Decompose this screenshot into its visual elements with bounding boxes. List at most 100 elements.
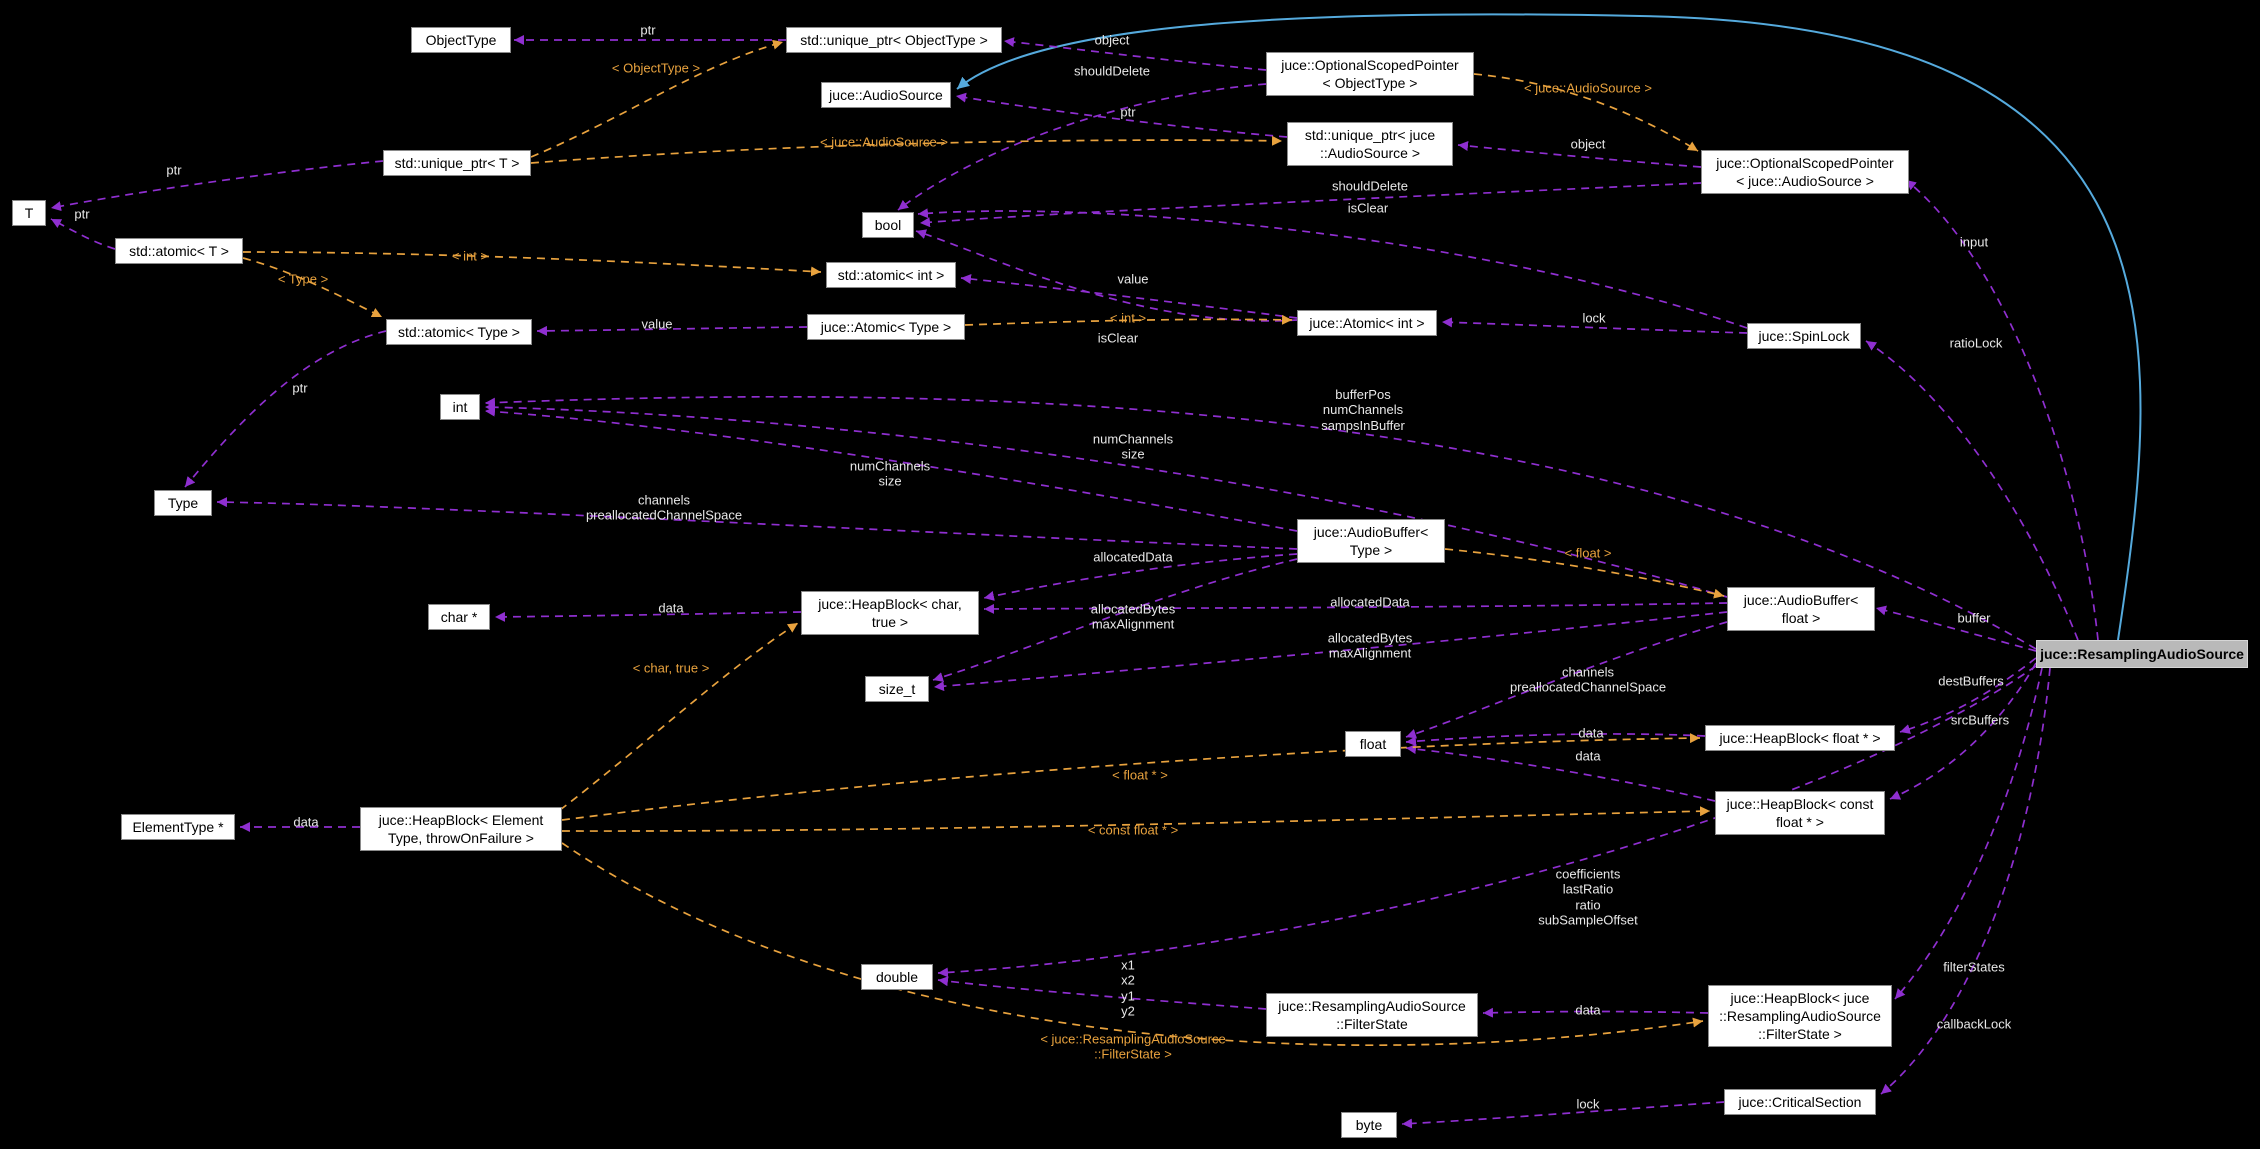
edge-srcbuffers [1889,662,2037,800]
node-bool[interactable]: bool [862,212,914,238]
edge-label-template-int-1: < int > [451,248,489,264]
node-juce-optionalscopedpointer-objecttype[interactable]: juce::OptionalScopedPointer < ObjectType… [1266,52,1474,96]
node-t[interactable]: T [12,200,46,226]
node-float[interactable]: float [1345,731,1401,757]
node-juce-criticalsection[interactable]: juce::CriticalSection [1724,1089,1876,1115]
edge-template-osp-audiosource [1473,73,1699,152]
node-juce-optionalscopedpointer-juce-audiosource[interactable]: juce::OptionalScopedPointer < juce::Audi… [1701,150,1909,194]
edge-allocateddata-abtype-heapchar [983,553,1298,601]
edge-object-ospobj-uptrobj [1003,37,1267,71]
edge-shoulddelete-ospas-bool [919,182,1702,228]
node-std-unique-ptr-juce-audiosource[interactable]: std::unique_ptr< juce ::AudioSource > [1287,122,1453,166]
edge-label-callbacklock: callbackLock [1936,1016,2012,1032]
edge-object-ospas-uptras [1457,140,1702,168]
node-juce-spinlock[interactable]: juce::SpinLock [1747,323,1861,349]
node-byte[interactable]: byte [1341,1112,1397,1138]
node-juce-atomic-int[interactable]: juce::Atomic< int > [1297,310,1437,336]
node-std-atomic-int[interactable]: std::atomic< int > [826,262,956,288]
node-juce-heapblock-const-float-ptr[interactable]: juce::HeapBlock< const float * > [1715,791,1885,835]
edge-lock-criticalsection-byte [1401,1101,1725,1129]
edge-isclear-spinlock-bool [917,208,1748,329]
edge-label-allocatedbytes-1: allocatedBytes maxAlignment [1090,601,1176,632]
edge-label-allocatedbytes-2: allocatedBytes maxAlignment [1327,630,1413,661]
edge-label-allocateddata-1: allocatedData [1093,549,1173,565]
edge-callbacklock [1880,667,2051,1095]
edge-value-atomictype-stdatomictype [536,325,808,336]
edge-ratiolock [1865,340,2079,641]
node-type[interactable]: Type [154,490,212,516]
node-juce-audiobuffer-type[interactable]: juce::AudioBuffer< Type > [1297,519,1445,563]
node-juce-heapblock-filterstate[interactable]: juce::HeapBlock< juce ::ResamplingAudioS… [1708,985,1892,1047]
edge-isclear-atomicint-bool [915,229,1298,322]
edge-label-template-char-true: < char, true > [632,660,710,676]
edge-allocatedbytes-abtype-sizet [932,558,1298,682]
edge-label-isclear-2: isClear [1097,330,1139,346]
edge-template-heapblock-filterstate [561,842,1704,1046]
edge-template-uptr-audiosource [530,135,1283,164]
edge-numchannels-abtype-int [484,406,1298,532]
edge-label-template-juce-audiosource-2: < juce::AudioSource > [820,134,948,150]
node-juce-heapblock-float-ptr[interactable]: juce::HeapBlock< float * > [1705,725,1895,751]
edge-label-value-1: value [1117,271,1149,287]
node-juce-resamplingaudiosource[interactable]: juce::ResamplingAudioSource [2036,640,2248,668]
node-std-atomic-type[interactable]: std::atomic< Type > [386,319,532,345]
edge-label-ptr-1: ptr [640,22,656,38]
edge-coefficients-lastratio-ratio-subsampleoffset [937,665,2037,978]
edge-destbuffers [1899,657,2037,734]
edge-shoulddelete-ospobj-bool [897,83,1267,211]
node-size-t[interactable]: size_t [865,676,929,702]
node-juce-resamplingaudiosource-filterstate[interactable]: juce::ResamplingAudioSource ::FilterStat… [1266,993,1478,1037]
edge-label-lock-2: lock [1576,1096,1600,1112]
edge-data-heapchar-charptr [494,611,802,622]
edge-template-heapblock-constfloatptr [561,806,1711,832]
edge-ptr-uptras-audiosource [955,92,1288,138]
edge-lock-spinlock-atomicint [1441,317,1748,334]
node-juce-audiosource[interactable]: juce::AudioSource [821,82,951,108]
node-std-unique-ptr-objecttype[interactable]: std::unique_ptr< ObjectType > [786,27,1002,53]
edge-numchannels-abfloat-int [484,402,1728,598]
node-std-atomic-t[interactable]: std::atomic< T > [115,238,243,264]
edge-data-heapconstfloatptr-float [1405,744,1716,802]
edge-template-heapblock-floatptr [561,733,1701,821]
edge-allocateddata-abfloat-heapchar [983,602,1728,614]
edge-allocatedbytes-abfloat-sizet [933,611,1728,692]
edge-channels-abtype-type [216,497,1298,550]
node-juce-heapblock-char-true[interactable]: juce::HeapBlock< char, true > [801,591,979,635]
edge-label-data-3: data [1575,748,1601,764]
edge-data-heapfloatptr-float [1405,733,1706,747]
node-std-unique-ptr-t[interactable]: std::unique_ptr< T > [383,150,531,176]
edge-label-ptr-2: ptr [1120,104,1136,120]
edge-label-shoulddelete-2: shouldDelete [1332,178,1408,194]
edge-label-lock-1: lock [1582,310,1606,326]
edge-template-juceatomic-int [964,314,1293,326]
edge-label-data-5: data [1575,1002,1601,1018]
edge-ptr-uptrt-t [50,160,384,212]
edge-label-data-2: data [1578,725,1604,741]
edge-bufferpos-numchannels-sampsinbuffer [484,395,2037,650]
node-elementtype-ptr[interactable]: ElementType * [121,814,235,840]
node-double[interactable]: double [861,964,933,990]
edge-label-isclear-1: isClear [1347,200,1389,216]
edge-value-atomicint-stdatomicint [960,274,1298,319]
edge-input [1905,179,2099,641]
edge-label-input: input [1959,234,1989,250]
edge-template-heapblock-chartrue [559,622,799,811]
edge-label-numchannels-size-1: numChannels size [1092,431,1174,462]
edge-template-stdatomic-int [242,251,822,277]
edge-filterstates [1894,667,2043,1000]
edge-label-ptr-3: ptr [166,162,182,178]
edge-label-template-int-2: < int > [1109,310,1147,326]
node-char-ptr[interactable]: char * [428,604,490,630]
node-int[interactable]: int [440,394,480,420]
node-objecttype[interactable]: ObjectType [411,27,511,53]
node-juce-audiobuffer-float[interactable]: juce::AudioBuffer< float > [1727,587,1875,631]
edge-label-channels-1: channels preallocatedChannelSpace [585,492,743,523]
edge-label-shoulddelete-1: shouldDelete [1074,63,1150,79]
node-juce-atomic-type[interactable]: juce::Atomic< Type > [807,314,965,340]
edge-label-destbuffers: destBuffers [1938,673,2004,689]
edge-label-coefficients: coefficients lastRatio ratio subSampleOf… [1538,866,1638,928]
edge-label-template-type: < Type > [277,271,329,287]
edge-x1x2y1y2-filterstate-double [937,976,1267,1010]
edge-label-template-objecttype: < ObjectType > [611,60,701,76]
node-juce-heapblock-elementtype[interactable]: juce::HeapBlock< Element Type, throwOnFa… [360,807,562,851]
